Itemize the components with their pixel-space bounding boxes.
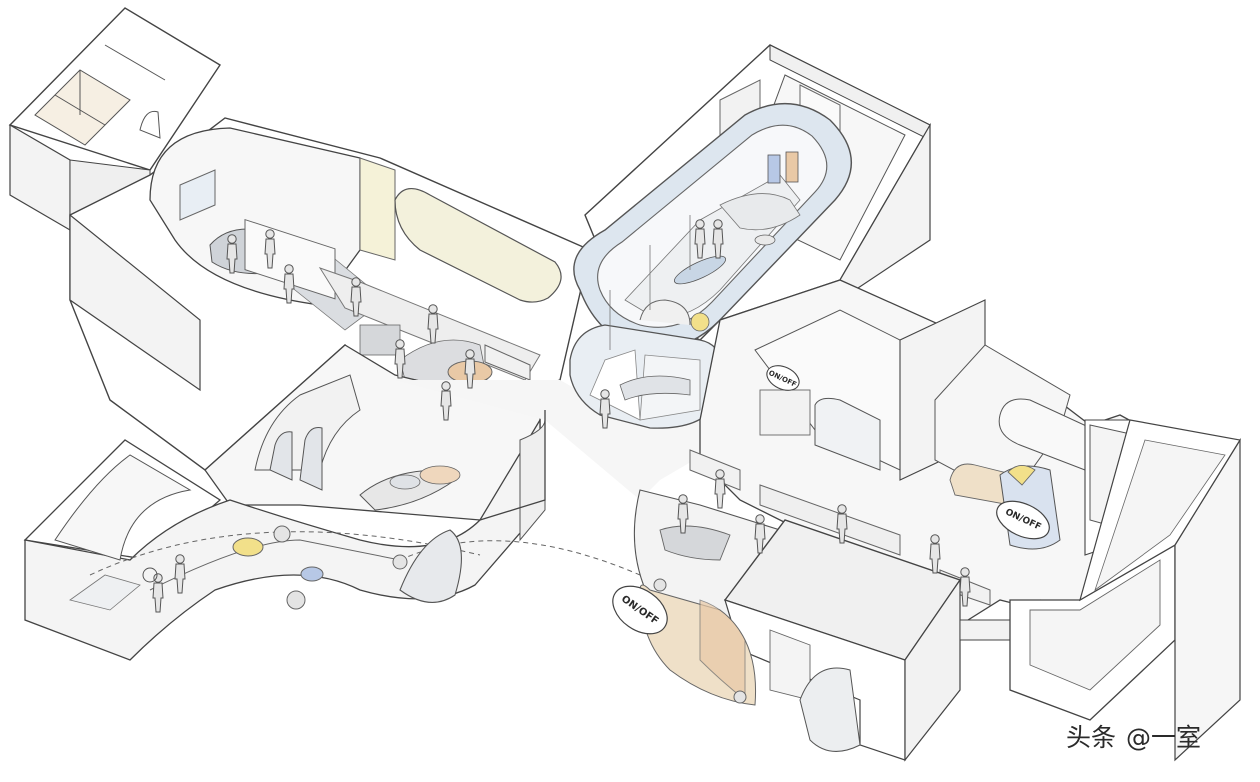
watermark-brand: 头条	[1066, 723, 1117, 752]
onoff-sign-top: ON/OFF	[766, 365, 800, 391]
watermark: 头条 @一室	[1066, 718, 1201, 758]
left-curved-wall	[23, 417, 641, 661]
watermark-author: @一室	[1126, 723, 1202, 752]
loop-walkway	[569, 103, 852, 429]
lower-right-wing	[612, 419, 1241, 762]
